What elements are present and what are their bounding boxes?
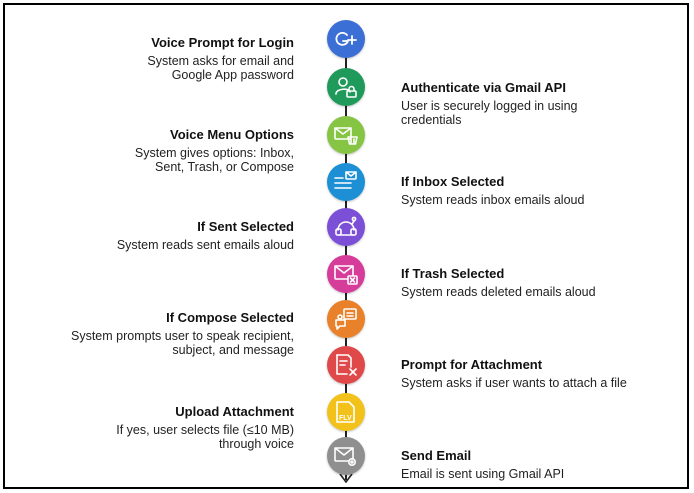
step-description: System reads sent emails aloud bbox=[116, 238, 294, 252]
step-title: Authenticate via Gmail API bbox=[401, 80, 566, 95]
step-node-trash bbox=[327, 255, 365, 293]
compose-chat-icon bbox=[335, 308, 357, 330]
step-title: Upload Attachment bbox=[175, 404, 294, 419]
step-text-upload: Upload Attachment If yes, user selects f… bbox=[44, 404, 294, 451]
user-lock-icon bbox=[335, 77, 357, 98]
step-text-send-email: Send Email Email is sent using Gmail API bbox=[401, 448, 651, 481]
step-text-inbox: If Inbox Selected System reads inbox ema… bbox=[401, 174, 651, 207]
file-x-icon bbox=[336, 354, 357, 376]
step-node-voice-prompt-login bbox=[327, 20, 365, 58]
step-description: User is securely logged in using credent… bbox=[401, 99, 578, 127]
step-title: If Sent Selected bbox=[197, 219, 294, 234]
flv-file-icon: FLV bbox=[336, 401, 355, 423]
step-node-sent bbox=[327, 208, 365, 246]
step-title: If Inbox Selected bbox=[401, 174, 505, 189]
mail-x-icon bbox=[334, 265, 358, 285]
speaker-icon bbox=[335, 216, 357, 236]
step-text-authenticate: Authenticate via Gmail API User is secur… bbox=[401, 80, 651, 127]
step-title: Prompt for Attachment bbox=[401, 357, 543, 372]
step-title: Voice Menu Options bbox=[170, 127, 294, 142]
mail-basket-icon bbox=[334, 127, 358, 145]
step-description: System prompts user to speak recipient, … bbox=[70, 329, 294, 357]
step-node-voice-menu bbox=[327, 116, 365, 154]
step-title: Voice Prompt for Login bbox=[151, 35, 294, 50]
step-node-compose bbox=[327, 300, 365, 338]
step-node-authenticate bbox=[327, 68, 365, 106]
step-node-inbox bbox=[327, 163, 365, 201]
step-node-attachment-prompt bbox=[327, 346, 365, 384]
step-description: System asks for email and Google App pas… bbox=[147, 54, 294, 82]
step-description: System reads deleted emails aloud bbox=[401, 285, 596, 299]
step-title: If Compose Selected bbox=[166, 310, 294, 325]
step-text-voice-menu: Voice Menu Options System gives options:… bbox=[44, 127, 294, 174]
timeline-arrow-head bbox=[339, 473, 353, 483]
step-description: System gives options: Inbox, Sent, Trash… bbox=[134, 146, 294, 174]
step-text-sent: If Sent Selected System reads sent email… bbox=[44, 219, 294, 252]
mail-gear-icon bbox=[334, 447, 357, 467]
step-title: If Trash Selected bbox=[401, 266, 505, 281]
step-text-attachment-prompt: Prompt for Attachment System asks if use… bbox=[401, 357, 651, 390]
google-plus-icon bbox=[335, 31, 357, 46]
svg-text:FLV: FLV bbox=[339, 415, 352, 422]
step-title: Send Email bbox=[401, 448, 472, 463]
inbox-list-icon bbox=[334, 171, 357, 189]
step-description: Email is sent using Gmail API bbox=[401, 467, 565, 481]
step-node-upload: FLV bbox=[327, 393, 365, 431]
step-text-voice-prompt-login: Voice Prompt for Login System asks for e… bbox=[44, 35, 294, 82]
step-text-trash: If Trash Selected System reads deleted e… bbox=[401, 266, 651, 299]
step-description: System asks if user wants to attach a fi… bbox=[401, 376, 627, 390]
step-description: System reads inbox emails aloud bbox=[401, 193, 585, 207]
step-text-compose: If Compose Selected System prompts user … bbox=[44, 310, 294, 357]
step-node-send-email bbox=[327, 437, 365, 475]
step-description: If yes, user selects file (≤10 MB) throu… bbox=[116, 423, 294, 451]
